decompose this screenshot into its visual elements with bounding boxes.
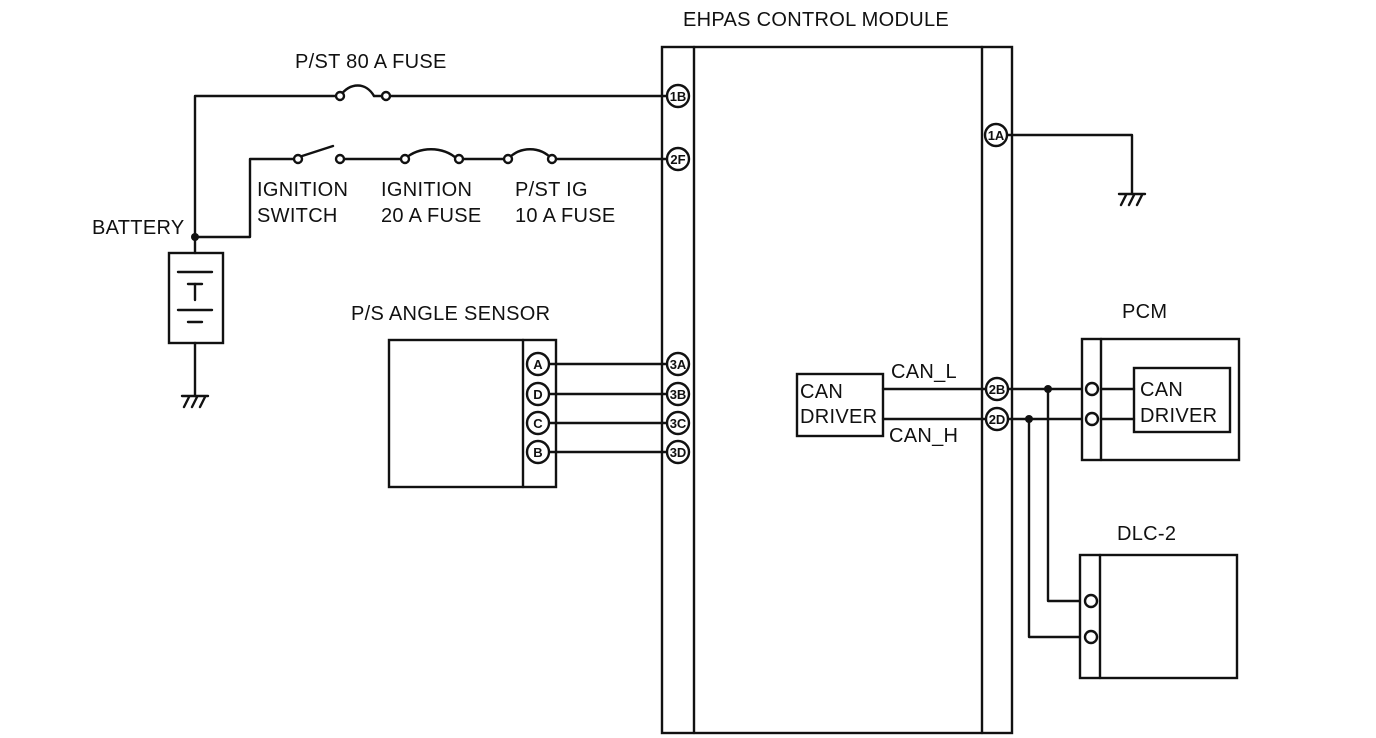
ground-icon — [180, 394, 210, 409]
sensor-pin-a: A — [525, 351, 551, 377]
svg-text:D: D — [533, 387, 542, 402]
can-l-junction-dot — [1044, 385, 1052, 393]
pin-1b: 1B — [665, 83, 691, 109]
ignition-switch-label-1: IGNITION — [257, 179, 348, 201]
pin-2b: 2B — [984, 376, 1010, 402]
sensor-pin-c: C — [525, 410, 551, 436]
ig-fuse-symbol — [502, 153, 558, 165]
pcm-title: PCM — [1122, 301, 1167, 323]
svg-text:3D: 3D — [670, 445, 687, 460]
svg-text:1A: 1A — [988, 128, 1005, 143]
pin-2f: 2F — [665, 146, 691, 172]
pin-2d: 2D — [984, 406, 1010, 432]
sensor-pin-d: D — [525, 381, 551, 407]
svg-text:2B: 2B — [989, 382, 1006, 397]
pcm-can-driver-label-1: CAN — [1140, 379, 1183, 401]
svg-text:2F: 2F — [670, 152, 685, 167]
svg-text:B: B — [533, 445, 542, 460]
ignition-fuse-label-2: 20 A FUSE — [381, 205, 482, 227]
ignition-switch-label-2: SWITCH — [257, 205, 338, 227]
pin-1a: 1A — [983, 122, 1009, 148]
pcm-box — [1080, 337, 1241, 462]
ignition-fuse-symbol — [399, 153, 465, 165]
pin-3b: 3B — [665, 381, 691, 407]
ground-wire-1a — [1006, 133, 1134, 196]
battery-label: BATTERY — [92, 217, 185, 239]
pin-3d: 3D — [665, 439, 691, 465]
can-driver-label-2: DRIVER — [800, 406, 877, 428]
ground-icon — [1117, 192, 1147, 207]
fuse-main-label: P/ST 80 A FUSE — [295, 51, 447, 73]
battery-symbol — [167, 235, 225, 398]
can-h-label: CAN_H — [889, 425, 958, 447]
ignition-fuse-label-1: IGNITION — [381, 179, 472, 201]
ignition-switch-symbol — [292, 153, 346, 165]
svg-text:1B: 1B — [670, 89, 687, 104]
svg-text:2D: 2D — [989, 412, 1006, 427]
ig-fuse-label-2: 10 A FUSE — [515, 205, 616, 227]
svg-text:3B: 3B — [670, 387, 687, 402]
fuse-main-symbol — [334, 90, 392, 102]
can-bus-wires — [1006, 387, 1088, 639]
can-driver-label-1: CAN — [800, 381, 843, 403]
sensor-wires — [548, 362, 670, 454]
sensor-title: P/S ANGLE SENSOR — [351, 303, 550, 325]
svg-text:3C: 3C — [670, 416, 687, 431]
dlc-box — [1078, 553, 1239, 680]
can-l-label: CAN_L — [891, 361, 957, 383]
can-internal-wires — [881, 387, 988, 421]
can-h-junction-dot — [1025, 415, 1033, 423]
sensor-pin-b: B — [525, 439, 551, 465]
svg-text:C: C — [533, 416, 543, 431]
svg-text:A: A — [533, 357, 543, 372]
can-driver-box — [795, 372, 885, 438]
dlc-title: DLC-2 — [1117, 523, 1176, 545]
pcm-can-driver-label-2: DRIVER — [1140, 405, 1217, 427]
pin-3c: 3C — [665, 410, 691, 436]
pin-3a: 3A — [665, 351, 691, 377]
module-title: EHPAS CONTROL MODULE — [683, 9, 949, 31]
ig-fuse-label-1: P/ST IG — [515, 179, 588, 201]
svg-text:3A: 3A — [670, 357, 687, 372]
